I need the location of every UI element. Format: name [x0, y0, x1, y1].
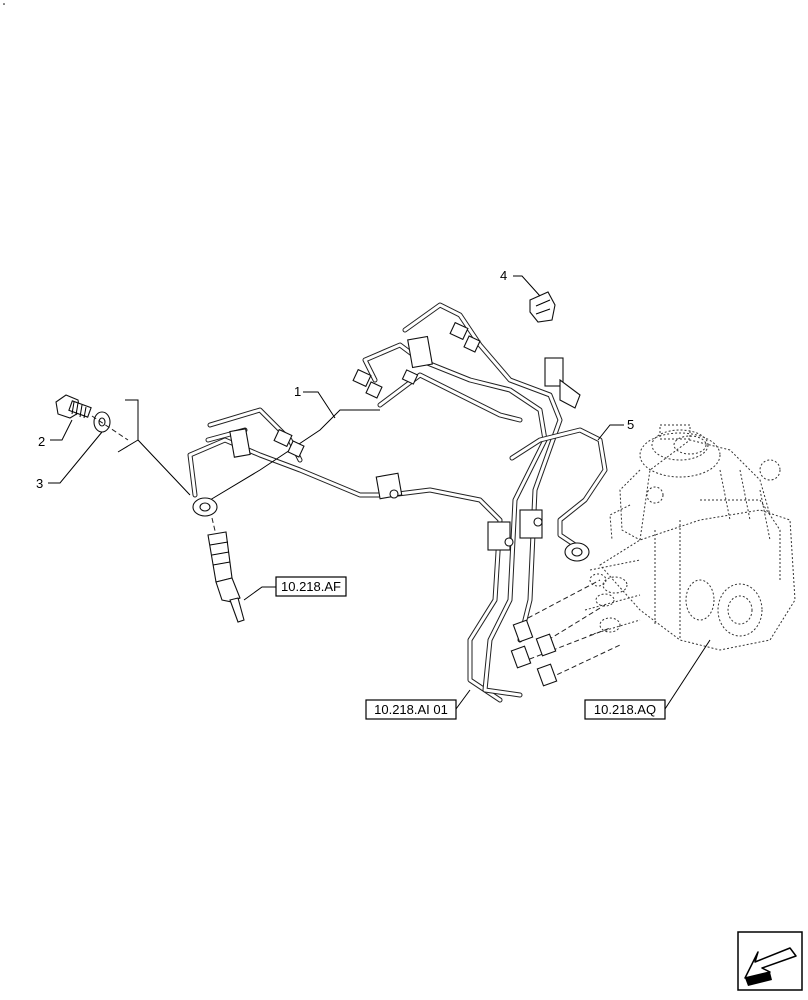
corner-mark [3, 3, 5, 5]
injection-pump [584, 424, 796, 651]
leader-lines [48, 275, 711, 710]
return-line [509, 427, 608, 562]
injector [207, 517, 245, 623]
pump-connection-dashes [521, 579, 621, 679]
ref-box-lines[interactable]: 10.218.AI 01 [365, 699, 457, 720]
injection-lines-assembly [187, 302, 581, 703]
ref-label-injector: 10.218.AF [281, 579, 341, 594]
callout-5: 5 [627, 417, 634, 432]
ref-box-injector[interactable]: 10.218.AF [275, 576, 347, 597]
ref-box-pump[interactable]: 10.218.AQ [584, 699, 666, 720]
pipe-clip [529, 291, 556, 323]
callout-1: 1 [294, 384, 301, 399]
ref-label-pump: 10.218.AQ [594, 702, 656, 717]
banjo-bolt [55, 394, 92, 419]
callout-4: 4 [500, 268, 507, 283]
arrow-left-icon[interactable] [737, 931, 803, 991]
ref-label-lines: 10.218.AI 01 [374, 702, 448, 717]
callout-2: 2 [38, 434, 45, 449]
callout-3: 3 [36, 476, 43, 491]
sealing-washer [93, 411, 111, 433]
